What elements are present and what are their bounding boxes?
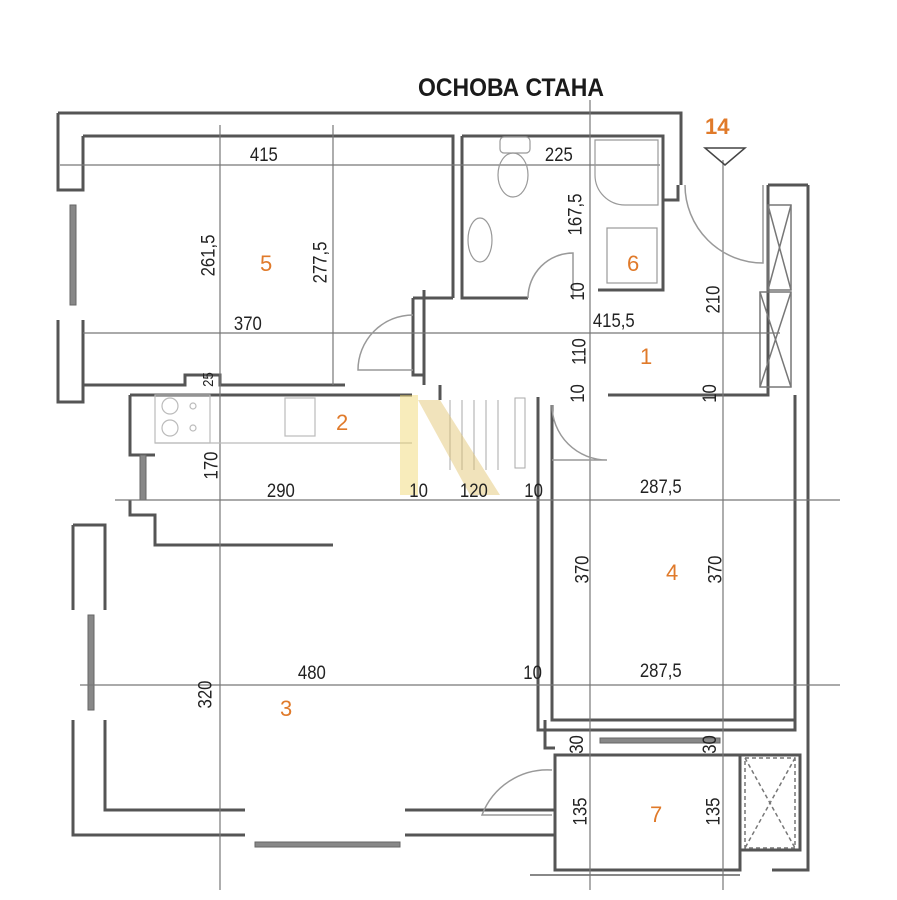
window-room3-bottom <box>254 841 401 848</box>
dim-label: 277,5 <box>310 241 332 284</box>
room-label-2: 2 <box>336 410 349 435</box>
room-label-5: 5 <box>260 251 273 276</box>
page-title: ОСНОВА СТАНА <box>418 74 604 102</box>
room-label-4: 4 <box>666 560 679 585</box>
dim-label: 370 <box>233 314 262 335</box>
window-room3-left <box>87 614 95 711</box>
door-bath <box>527 252 574 299</box>
dim-label: 135 <box>570 797 592 826</box>
washer-icon <box>606 227 658 284</box>
shower-icon <box>594 139 659 206</box>
closet-1 <box>767 204 792 291</box>
dim-label: 225 <box>544 145 573 166</box>
sink-kitchen-icon <box>284 397 316 437</box>
room-label-6: 6 <box>627 251 640 276</box>
dim-label: 287,5 <box>639 661 682 682</box>
closet-balcony <box>744 757 796 849</box>
door-room5 <box>357 314 414 371</box>
dim-label: 10 <box>524 481 543 502</box>
dim-label: 370 <box>572 555 594 584</box>
sink-icon <box>467 217 493 263</box>
window-room5 <box>69 204 77 306</box>
dim-label: 10 <box>568 282 590 301</box>
entry-marker-icon <box>702 147 748 166</box>
dim-label: 30 <box>567 735 589 754</box>
entry-marker-label: 14 <box>705 114 730 139</box>
dim-label: 135 <box>703 797 725 826</box>
closet-2 <box>759 291 792 388</box>
toilet-icon <box>497 152 529 198</box>
dim-label: 261,5 <box>198 234 220 277</box>
dim-label: 320 <box>195 680 217 709</box>
dim-label: 170 <box>201 451 223 480</box>
room-label-1: 1 <box>640 344 653 369</box>
door-entry <box>684 184 764 264</box>
dim-label: 30 <box>700 735 722 754</box>
dim-label: 415 <box>249 145 278 166</box>
window-kitchen <box>139 454 147 501</box>
dim-label: 210 <box>703 285 725 314</box>
door-room4 <box>551 404 608 461</box>
dim-label: 120 <box>459 481 488 502</box>
dim-label: 415,5 <box>592 311 635 332</box>
dim-label: 10 <box>700 384 722 403</box>
room-label-7: 7 <box>650 802 663 827</box>
dim-label: 480 <box>297 663 326 684</box>
room-label-3: 3 <box>280 696 293 721</box>
dim-label: 10 <box>568 384 590 403</box>
door-balcony <box>480 769 553 816</box>
wall-bath <box>462 134 665 292</box>
dim-label: 290 <box>266 481 295 502</box>
dim-label: 10 <box>523 663 542 684</box>
dim-label: 110 <box>569 338 591 365</box>
dim-label: 370 <box>705 555 727 584</box>
dim-label: 10 <box>409 481 428 502</box>
dim-label: 167,5 <box>565 193 587 236</box>
wall-room5-inner <box>83 134 455 298</box>
dim-label: 287,5 <box>639 477 682 498</box>
dim-label: 25 <box>199 372 217 387</box>
wall-room5-outer <box>58 111 683 185</box>
window-balcony <box>599 737 721 744</box>
